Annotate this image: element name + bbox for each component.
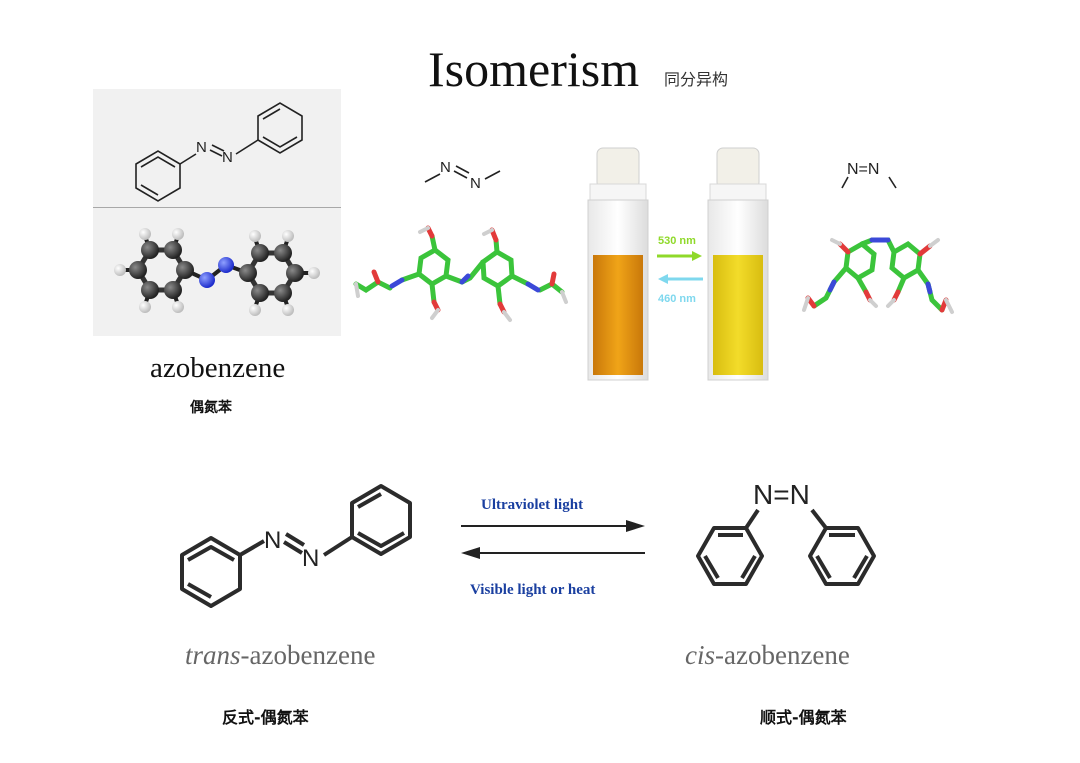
cis-stick-model xyxy=(802,237,954,314)
trans-azobenzene-label: trans-azobenzene xyxy=(185,640,375,671)
trans-azobenzene-chinese: 反式-偶氮苯 xyxy=(222,708,309,727)
trans-stick-model xyxy=(353,225,568,322)
forward-wavelength-label: 530 nm xyxy=(658,235,696,247)
azobenzene-name: azobenzene xyxy=(150,352,286,384)
trans-solution xyxy=(593,255,643,375)
page-title: Isomerism xyxy=(428,41,640,97)
cis-double-bond-label: N=N xyxy=(847,161,879,178)
trans-suffix: -azobenzene xyxy=(240,640,376,670)
cuvette-cis xyxy=(707,147,769,381)
nitrogen-atom-label: N xyxy=(222,149,233,166)
azobenzene-name-chinese: 偶氮苯 xyxy=(190,400,232,416)
nitrogen-atom-label: N xyxy=(302,545,319,572)
nitrogen-atom-label: N xyxy=(264,527,281,554)
azobenzene-ball-and-stick-model xyxy=(114,228,320,316)
forward-condition-label: Ultraviolet light xyxy=(481,497,584,513)
forward-reaction-arrowhead xyxy=(626,520,645,532)
azobenzene-structure-panel xyxy=(93,89,341,336)
panel-divider xyxy=(93,207,341,208)
cis-azobenzene-structure xyxy=(696,508,876,586)
forward-light-arrowhead xyxy=(692,251,702,261)
cuvette-trans xyxy=(587,147,649,381)
nitrogen-atom-label: N xyxy=(196,139,207,156)
trans-prefix: trans xyxy=(185,640,241,670)
reverse-light-arrowhead xyxy=(658,274,668,284)
reverse-reaction-arrowhead xyxy=(461,547,480,559)
cis-suffix: -azobenzene xyxy=(715,640,850,670)
reverse-wavelength-label: 460 nm xyxy=(658,293,696,305)
cis-double-bond-label: N=N xyxy=(753,479,810,510)
photoswitch-arrows: 530 nm 460 nm xyxy=(657,235,703,305)
reverse-condition-label: Visible light or heat xyxy=(470,582,596,598)
nitrogen-atom-label: N xyxy=(470,175,481,192)
cis-prefix: cis xyxy=(685,640,715,670)
cis-azo-fragment: N=N xyxy=(841,161,897,189)
cis-azobenzene-chinese: 顺式-偶氮苯 xyxy=(760,708,847,727)
nitrogen-atom-label: N xyxy=(440,159,451,176)
trans-azobenzene-structure xyxy=(180,484,412,608)
azobenzene-skeletal-formula: N N xyxy=(135,102,303,202)
isomerization-arrows xyxy=(461,520,645,559)
cis-azobenzene-label: cis-azobenzene xyxy=(685,640,850,671)
cis-solution xyxy=(713,255,763,375)
page-title-chinese: 同分异构 xyxy=(664,70,729,89)
trans-azo-fragment: N N xyxy=(424,159,501,192)
